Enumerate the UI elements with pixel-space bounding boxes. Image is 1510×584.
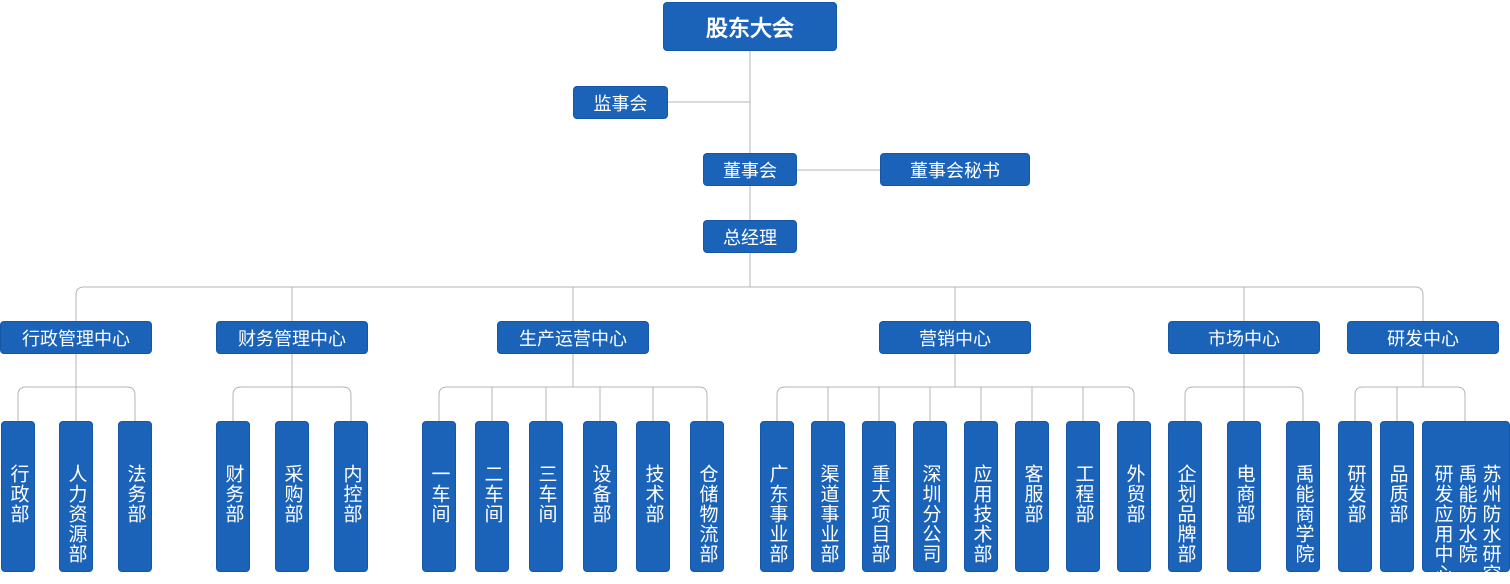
department-label-column: 苏州防水研究: [1479, 464, 1502, 584]
department-label: 苏州防水研究禹能防水院研发应用中心: [1423, 464, 1509, 584]
department-box[interactable]: 外贸部: [1117, 421, 1151, 572]
centers-bus: [75, 286, 1424, 321]
department-box[interactable]: 财务部: [216, 421, 250, 572]
center-box[interactable]: 市场中心: [1168, 321, 1320, 354]
department-label: 采购部: [276, 464, 308, 524]
department-box[interactable]: 应用技术部: [964, 421, 998, 572]
department-box[interactable]: 一车间: [422, 421, 456, 572]
department-label: 客服部: [1016, 464, 1048, 524]
department-box[interactable]: 客服部: [1015, 421, 1049, 572]
department-box[interactable]: 广东事业部: [760, 421, 794, 572]
department-label: 广东事业部: [761, 464, 793, 564]
department-label-column: 二车间: [481, 464, 504, 524]
department-box[interactable]: 行政部: [1, 421, 35, 572]
department-label: 行政部: [2, 464, 34, 524]
department-box[interactable]: 设备部: [583, 421, 617, 572]
department-box[interactable]: 重大项目部: [862, 421, 896, 572]
department-label-column: 禹能防水院: [1455, 464, 1478, 564]
department-label: 企划品牌部: [1169, 464, 1201, 564]
department-label: 品质部: [1381, 464, 1413, 524]
department-label-column: 禹能商学院: [1292, 464, 1315, 564]
department-label-column: 设备部: [589, 464, 612, 524]
department-box[interactable]: 内控部: [334, 421, 368, 572]
department-box[interactable]: 仓储物流部: [690, 421, 724, 572]
department-label-column: 外贸部: [1123, 464, 1146, 524]
center-box[interactable]: 财务管理中心: [216, 321, 368, 354]
department-bus: [776, 386, 1135, 421]
department-label-column: 工程部: [1072, 464, 1095, 524]
department-label: 一车间: [423, 464, 455, 524]
department-label-column: 行政部: [7, 464, 30, 524]
department-label: 法务部: [119, 464, 151, 524]
department-label-column: 内控部: [340, 464, 363, 524]
department-label-column: 广东事业部: [766, 464, 789, 564]
department-box[interactable]: 禹能商学院: [1286, 421, 1320, 572]
center-box[interactable]: 营销中心: [879, 321, 1031, 354]
center-box[interactable]: 研发中心: [1347, 321, 1499, 354]
center-box[interactable]: 行政管理中心: [0, 321, 152, 354]
department-label: 重大项目部: [863, 464, 895, 564]
department-box[interactable]: 法务部: [118, 421, 152, 572]
department-bus: [438, 386, 708, 421]
department-label-column: 法务部: [124, 464, 147, 524]
department-box[interactable]: 技术部: [636, 421, 670, 572]
department-label-column: 一车间: [428, 464, 451, 524]
department-label: 应用技术部: [965, 464, 997, 564]
department-box[interactable]: 研发部: [1338, 421, 1372, 572]
department-box[interactable]: 三车间: [529, 421, 563, 572]
department-label: 财务部: [217, 464, 249, 524]
department-box[interactable]: 深圳分公司: [913, 421, 947, 572]
department-label-column: 采购部: [281, 464, 304, 524]
department-box[interactable]: 苏州防水研究禹能防水院研发应用中心: [1422, 421, 1510, 584]
department-label: 技术部: [637, 464, 669, 524]
department-label-column: 品质部: [1386, 464, 1409, 524]
department-label: 研发部: [1339, 464, 1371, 524]
department-label: 外贸部: [1118, 464, 1150, 524]
department-label: 仓储物流部: [691, 464, 723, 564]
board-of-directors-box[interactable]: 董事会: [703, 153, 797, 186]
department-label-column: 电商部: [1233, 464, 1256, 524]
department-label-column: 技术部: [642, 464, 665, 524]
department-label-column: 应用技术部: [970, 464, 993, 564]
department-label: 内控部: [335, 464, 367, 524]
department-label-column: 客服部: [1021, 464, 1044, 524]
department-label-column: 渠道事业部: [817, 464, 840, 564]
center-box[interactable]: 生产运营中心: [497, 321, 649, 354]
department-label-column: 财务部: [222, 464, 245, 524]
department-label-column: 仓储物流部: [696, 464, 719, 564]
department-label: 三车间: [530, 464, 562, 524]
department-bus: [1354, 386, 1466, 421]
department-label: 深圳分公司: [914, 464, 946, 564]
department-box[interactable]: 渠道事业部: [811, 421, 845, 572]
department-label-column: 重大项目部: [868, 464, 891, 564]
department-label: 渠道事业部: [812, 464, 844, 564]
department-label-column: 研发应用中心: [1431, 464, 1454, 584]
department-label: 工程部: [1067, 464, 1099, 524]
department-label: 人力资源部: [60, 464, 92, 564]
department-label-column: 企划品牌部: [1174, 464, 1197, 564]
department-label: 设备部: [584, 464, 616, 524]
department-label: 二车间: [476, 464, 508, 524]
department-box[interactable]: 二车间: [475, 421, 509, 572]
department-box[interactable]: 采购部: [275, 421, 309, 572]
department-box[interactable]: 品质部: [1380, 421, 1414, 572]
department-box[interactable]: 电商部: [1227, 421, 1261, 572]
department-box[interactable]: 企划品牌部: [1168, 421, 1202, 572]
department-label-column: 三车间: [535, 464, 558, 524]
department-box[interactable]: 工程部: [1066, 421, 1100, 572]
department-label-column: 深圳分公司: [919, 464, 942, 564]
department-label-column: 人力资源部: [65, 464, 88, 564]
department-label-column: 研发部: [1344, 464, 1367, 524]
department-label: 电商部: [1228, 464, 1260, 524]
supervisory-board-box[interactable]: 监事会: [573, 86, 668, 119]
general-manager-box[interactable]: 总经理: [703, 220, 797, 253]
board-secretary-box[interactable]: 董事会秘书: [880, 153, 1030, 186]
shareholders-meeting-box[interactable]: 股东大会: [663, 2, 837, 51]
department-box[interactable]: 人力资源部: [59, 421, 93, 572]
department-label: 禹能商学院: [1287, 464, 1319, 564]
